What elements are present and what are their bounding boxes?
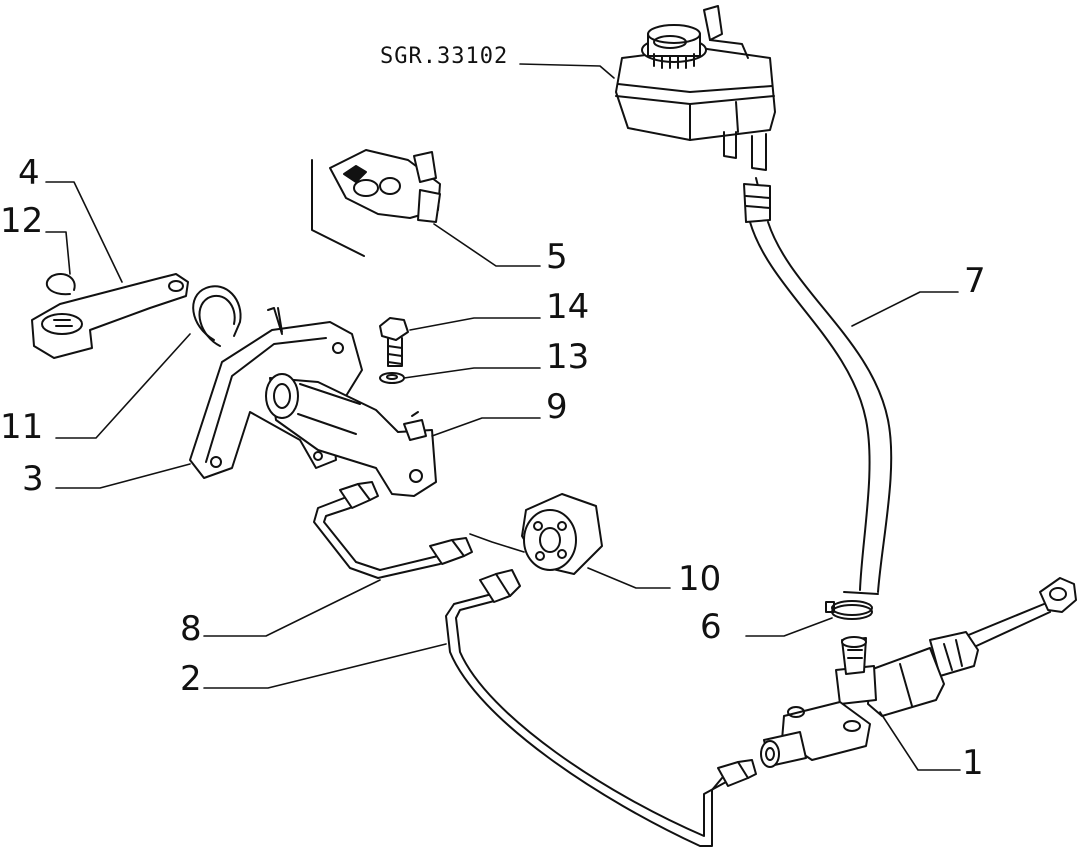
hose-7 [744, 184, 891, 594]
label-part-7: 7 [964, 261, 986, 301]
damper-10 [522, 494, 602, 574]
label-part-13: 13 [546, 337, 590, 377]
label-part-14: 14 [546, 287, 590, 327]
label-part-5: 5 [546, 237, 568, 277]
lever-4 [32, 274, 188, 358]
pipe-8 [314, 482, 472, 578]
label-part-11: 11 [0, 407, 44, 447]
slave-cylinder-9 [266, 374, 436, 496]
washer-13 [380, 373, 404, 383]
clip-12 [47, 274, 75, 294]
label-part-3: 3 [22, 459, 44, 499]
leader-lines [46, 64, 960, 770]
label-part-2: 2 [180, 659, 202, 699]
master-cylinder-1 [761, 578, 1076, 767]
circlip-11 [193, 286, 240, 346]
fluid-reservoir [616, 6, 775, 186]
label-part-6: 6 [700, 607, 722, 647]
label-part-10: 10 [678, 559, 722, 599]
label-part-9: 9 [546, 387, 568, 427]
bolt-14 [380, 318, 408, 366]
label-part-8: 8 [180, 609, 202, 649]
label-part-1: 1 [962, 743, 984, 783]
pipe-2 [446, 570, 756, 846]
reference-code: SGR.33102 [380, 44, 509, 69]
label-part-12: 12 [0, 201, 44, 241]
switch-5 [312, 150, 440, 256]
label-part-4: 4 [18, 153, 40, 193]
clamp-6 [826, 601, 872, 619]
